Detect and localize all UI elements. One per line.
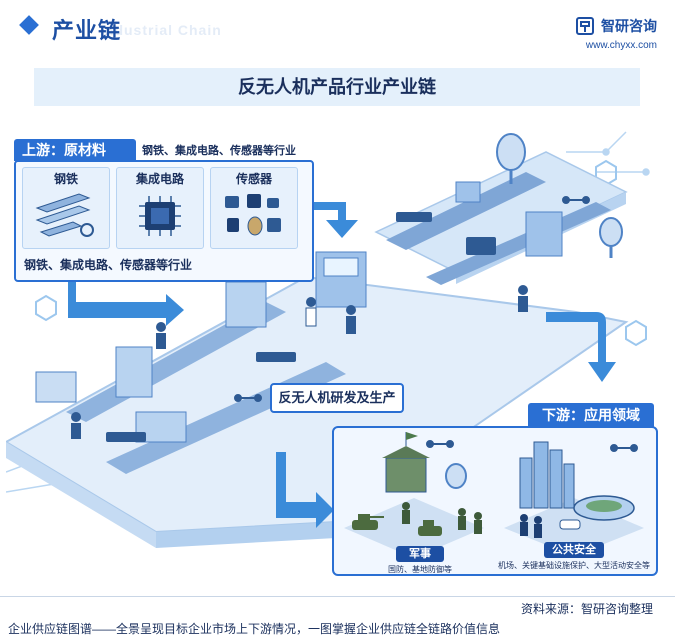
integrated-circuit-icon (139, 196, 181, 236)
header-diamond-icon (19, 15, 39, 35)
public-security-scene (504, 441, 644, 556)
downstream-panel (332, 426, 658, 576)
military-radar-icon (445, 463, 467, 489)
upstream-header: 上游：原材料 (14, 139, 136, 161)
brand-url: www.chyxx.com (585, 40, 657, 51)
public-security-badge: 公共安全 (544, 542, 604, 558)
footer-divider (0, 596, 675, 597)
worker-figures (71, 285, 528, 439)
footer-description: 企业供应链图谱——全景呈现目标企业市场上下游情况，一图掌握企业供应链全链路价值信… (8, 622, 501, 636)
sensor-icon (225, 194, 281, 236)
upstream-card-sensor: 传感器 (210, 167, 298, 249)
upstream-card-label: 传感器 (235, 172, 272, 186)
downstream-illustration (344, 432, 644, 558)
upstream-card-label: 钢铁 (53, 172, 78, 186)
radar-dish-icons (496, 133, 623, 258)
police-icons (520, 514, 542, 538)
drone-icons (234, 196, 590, 402)
machines (35, 181, 563, 443)
steel-beam-icon (35, 193, 94, 237)
platform-side-front (156, 522, 336, 548)
upstream-card-label: 集成电路 (135, 172, 184, 186)
header-title: 产业链 (52, 18, 122, 43)
platform-side-left (6, 442, 156, 548)
military-scene (344, 432, 484, 558)
upstream-footer: 钢铁、集成电路、传感器等行业 (24, 258, 193, 272)
military-badge: 军事 (396, 546, 444, 562)
military-drone-icon (426, 440, 454, 448)
source-note: 资料来源：智研咨询整理 (520, 602, 653, 616)
title-banner: 反无人机产品行业产业链 (34, 68, 640, 106)
upstream-label: 上游：原材料 (22, 142, 106, 158)
brand-logo-icon (576, 17, 594, 35)
soldier-icons (402, 502, 482, 534)
upstream-description: 钢铁、集成电路、传感器等行业 (142, 145, 296, 157)
flow-arrows (68, 202, 616, 528)
anti-drone-products (106, 212, 496, 442)
brand-name: 智研咨询 (601, 18, 657, 34)
downstream-label: 下游：应用领域 (542, 407, 640, 423)
header-title-en: Industrial Chain (100, 22, 222, 38)
brand: 智研咨询 (575, 16, 657, 36)
chart-title: 反无人机产品行业产业链 (238, 77, 436, 97)
public-security-description: 机场、关键基础设施保护、大型活动安全等 (498, 561, 650, 570)
downstream-header: 下游：应用领域 (528, 403, 654, 427)
police-car-icon (559, 519, 581, 530)
city-skyline-icon (519, 441, 575, 509)
public-drone-icon (610, 444, 638, 452)
upstream-card-ic: 集成电路 (116, 167, 204, 249)
upstream-card-steel: 钢铁 (22, 167, 110, 249)
military-description: 国防、基地防御等 (388, 565, 452, 574)
midstream-label: 反无人机研发及生产 (270, 383, 404, 413)
tank-icons (352, 514, 442, 536)
